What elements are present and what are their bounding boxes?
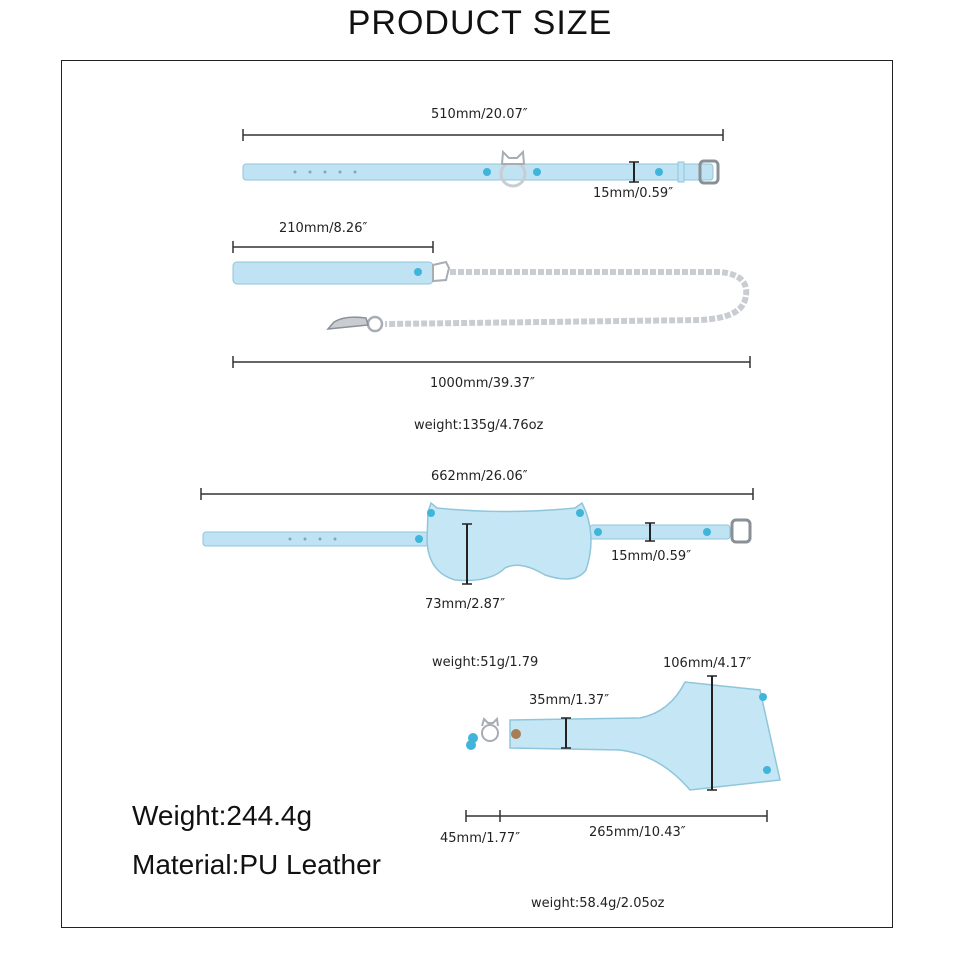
product-frame: [61, 60, 893, 928]
paddle-length-label: 265mm/10.43″: [589, 825, 686, 840]
paddle-illustration: [465, 675, 781, 822]
blindfold-mask-height-label: 73mm/2.87″: [425, 597, 506, 612]
paddle-head-width-label: 106mm/4.17″: [663, 656, 752, 671]
material: Material:PU Leather: [132, 849, 382, 880]
page-title: PRODUCT SIZE: [347, 4, 613, 42]
blindfold-weight-label: weight:51g/1.79: [432, 655, 539, 670]
leash-illustration: [232, 241, 751, 368]
blindfold-illustration: [200, 488, 754, 585]
collar-length-label: 510mm/20.07″: [431, 107, 528, 122]
blindfold-strap-width-label: 15mm/0.59″: [611, 549, 692, 564]
paddle-handle-width-label: 35mm/1.37″: [529, 693, 610, 708]
collar-illustration: [242, 129, 724, 188]
leash-handle-label: 210mm/8.26″: [279, 221, 368, 236]
leash-weight-label: weight:135g/4.76oz: [414, 418, 544, 433]
collar-width-label: 15mm/0.59″: [593, 186, 674, 201]
total-weight: Weight:244.4g: [132, 800, 313, 831]
paddle-weight-label: weight:58.4g/2.05oz: [531, 896, 665, 911]
leash-length-label: 1000mm/39.37″: [430, 376, 535, 391]
blindfold-length-label: 662mm/26.06″: [431, 469, 528, 484]
paddle-tip-length-label: 45mm/1.77″: [440, 831, 521, 846]
